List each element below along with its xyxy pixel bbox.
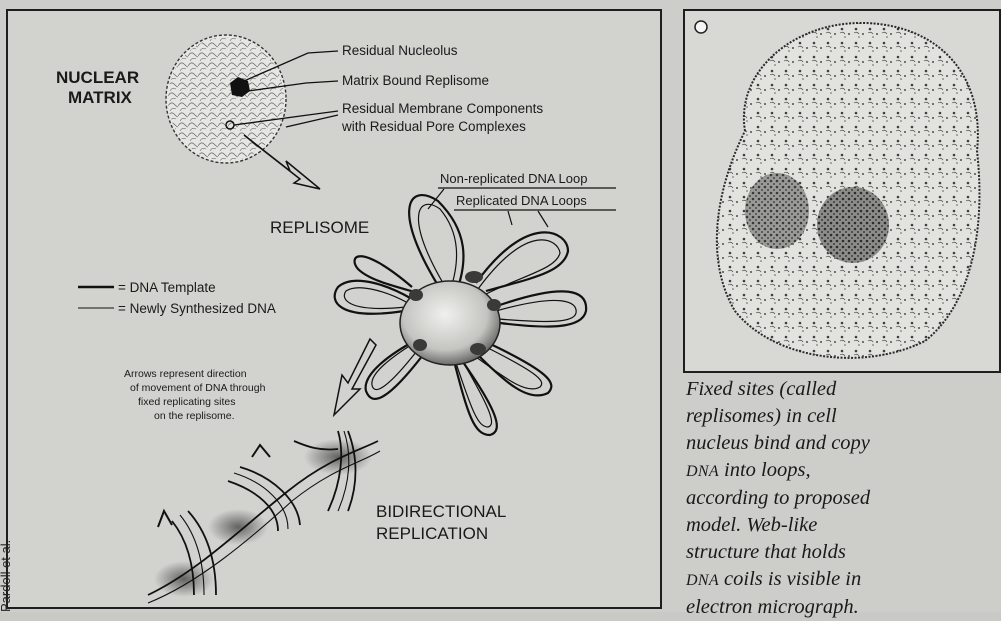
replisome-label: REPLISOME xyxy=(270,218,369,237)
caption-line-8: DNA coils is visible in xyxy=(686,566,998,594)
callout-residual-membrane-1: Residual Membrane Components xyxy=(342,101,543,116)
image-credit: Pardoll et al. xyxy=(0,540,13,612)
caption-line-4: DNA into loops, xyxy=(686,457,998,485)
caption-line-3: nucleus bind and copy xyxy=(686,430,998,457)
scale-dot xyxy=(695,21,707,33)
caption-line-1: Fixed sites (called xyxy=(686,376,998,403)
legend-template-label: = DNA Template xyxy=(118,280,216,295)
caption-line-9: electron micrograph. xyxy=(686,594,998,621)
bidirectional-label-1: BIDIRECTIONAL xyxy=(376,502,506,521)
replisome-diagram-panel: NUCLEAR MATRIX Residual Nucleolus Matrix… xyxy=(6,9,662,609)
zoom-arrow-1 xyxy=(244,135,320,189)
caption-dna-1: DNA xyxy=(686,463,719,480)
replicated-loops-label: Replicated DNA Loops xyxy=(456,193,587,208)
callout-residual-membrane-2: with Residual Pore Complexes xyxy=(341,119,526,134)
callout-residual-nucleolus: Residual Nucleolus xyxy=(342,43,458,58)
caption-line-5: according to proposed xyxy=(686,485,998,512)
replisome-diagram: NUCLEAR MATRIX Residual Nucleolus Matrix… xyxy=(8,11,660,607)
figure-caption: Fixed sites (called replisomes) in cell … xyxy=(686,376,998,621)
nuclear-matrix-label-2: MATRIX xyxy=(68,88,133,107)
bidirectional-replication-drawing xyxy=(148,431,380,603)
callout-matrix-bound-replisome: Matrix Bound Replisome xyxy=(342,73,489,88)
caption-dna-2: DNA xyxy=(686,572,719,589)
caption-line-7: structure that holds xyxy=(686,539,998,566)
legend-new-label: = Newly Synthesized DNA xyxy=(118,301,276,316)
caption-line-2: replisomes) in cell xyxy=(686,403,998,430)
arrows-note-4: on the replisome. xyxy=(154,410,235,422)
bidirectional-label-2: REPLICATION xyxy=(376,524,488,543)
caption-line-4-rest: into loops, xyxy=(719,459,811,481)
caption-line-6: model. Web-like xyxy=(686,512,998,539)
nuclear-matrix-label-1: NUCLEAR xyxy=(56,68,139,87)
arrows-note-2: of movement of DNA through xyxy=(130,382,266,394)
caption-line-8-rest: coils is visible in xyxy=(719,568,861,590)
non-replicated-loop-label: Non-replicated DNA Loop xyxy=(440,171,587,186)
arrows-note-1: Arrows represent direction xyxy=(124,368,247,380)
electron-micrograph xyxy=(683,9,1001,373)
arrows-note-3: fixed replicating sites xyxy=(138,396,235,408)
nuclear-matrix-sphere xyxy=(166,35,286,163)
